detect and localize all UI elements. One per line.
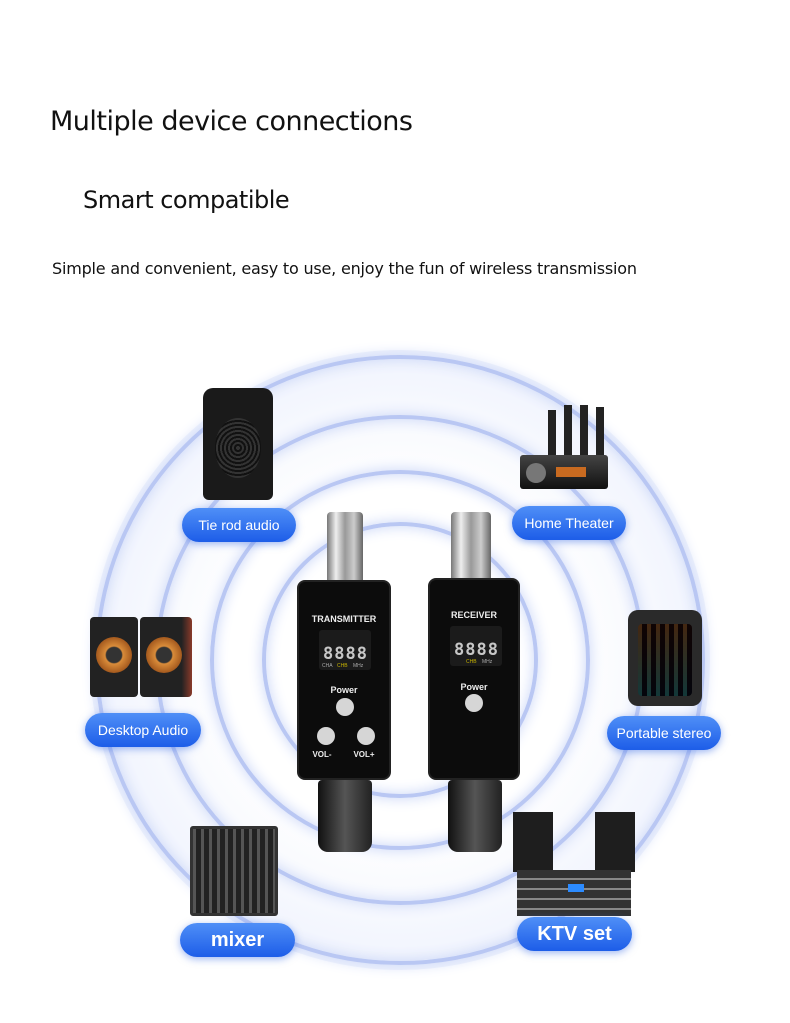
receiver-title: RECEIVER [450,610,497,620]
xlr-male-connector [318,780,372,852]
device-label-ktv-set: KTV set [517,917,632,951]
ring-inner [262,522,538,798]
pa-speaker-icon [203,388,273,500]
device-label-mixer: mixer [180,923,295,957]
transmitter-display: 8888 CHA CHB MHz [319,630,371,670]
vol-up-label: VOL+ [353,750,375,759]
vol-down-button[interactable] [317,727,335,745]
mixer-icon [190,826,278,916]
device-label-tie-rod-audio: Tie rod audio [182,508,296,542]
page-title: Multiple device connections [50,106,413,137]
xlr-female-connector [448,780,502,852]
ktv-set-icon [513,812,635,916]
device-label-desktop-audio: Desktop Audio [85,713,201,747]
portable-speaker-icon [628,610,702,706]
page-description: Simple and convenient, easy to use, enjo… [52,259,637,278]
device-label-home-theater: Home Theater [512,506,626,540]
transmitter-title: TRANSMITTER [311,614,377,624]
xlr-female-connector [327,512,363,582]
xlr-male-connector [451,512,491,580]
desktop-speakers-icon [90,617,192,697]
page-subtitle: Smart compatible [83,186,290,214]
device-label-portable-stereo: Portable stereo [607,716,721,750]
receiver-display: 8888 CHB MHz [450,626,502,666]
power-label: Power [330,685,358,695]
power-button[interactable] [336,698,354,716]
ring-3 [210,470,590,850]
power-button[interactable] [465,694,483,712]
power-label: Power [460,682,488,692]
vol-up-button[interactable] [357,727,375,745]
home-theater-icon [520,405,610,490]
vol-down-label: VOL- [312,750,332,759]
